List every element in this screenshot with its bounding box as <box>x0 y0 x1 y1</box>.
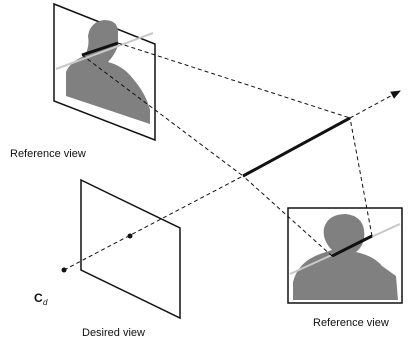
reference-view-right <box>287 207 403 304</box>
camera-center-letter: C <box>34 291 43 305</box>
desired-view-frame <box>80 178 181 320</box>
ray-top-to-near <box>81 54 244 177</box>
reference-view-top-label: Reference view <box>10 148 86 160</box>
ray-right-to-near <box>242 175 333 257</box>
silhouette-top <box>66 20 150 124</box>
projection-rays <box>63 42 401 271</box>
silhouette-right <box>293 214 398 300</box>
ray-right-to-far <box>349 117 373 237</box>
ray-top-to-far <box>117 42 351 119</box>
camera-center-label: C d <box>34 291 48 307</box>
image-point-desired <box>127 233 133 239</box>
epipolar-line-top <box>55 32 154 70</box>
camera-center-point <box>61 267 67 273</box>
viewing-ray-near <box>63 175 244 271</box>
desired-view-label: Desired view <box>82 327 145 339</box>
epipolar-segment-right <box>331 234 373 258</box>
camera-center-subscript: d <box>43 298 48 307</box>
epipolar-segment-top <box>81 41 119 57</box>
reference-view-right-label: Reference view <box>313 317 389 329</box>
viewing-ray-far <box>349 90 401 119</box>
depth-segment <box>242 116 351 178</box>
